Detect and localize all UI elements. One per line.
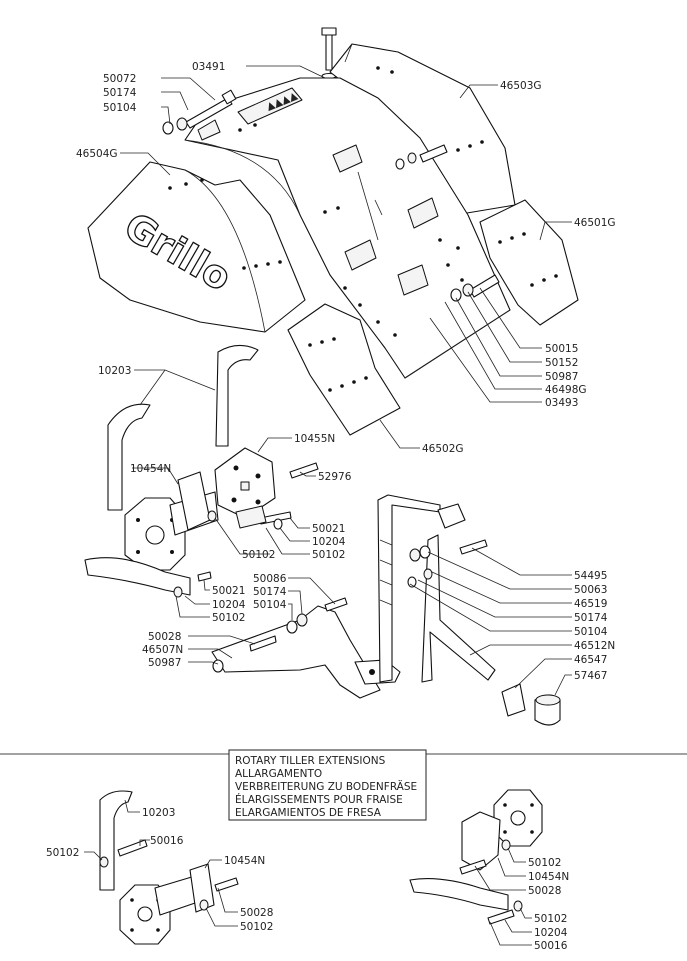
label-10204: 10204 — [312, 536, 346, 548]
label-50104: 50104 — [253, 599, 287, 611]
label-46512N: 46512N — [574, 640, 615, 652]
label-10454N: 10454N — [130, 463, 171, 475]
flap-46502G — [287, 303, 401, 436]
label-50987: 50987 — [545, 371, 578, 383]
label-46547: 46547 — [574, 654, 607, 666]
box-line-5: ELARGAMIENTOS DE FRESA — [235, 807, 382, 819]
knob-54495 — [437, 503, 488, 555]
label-10203: 10203 — [142, 807, 175, 819]
part-labels-lower: 10203 50016 50102 10454N 50028 50102 501… — [46, 807, 569, 952]
label-46507N: 46507N — [142, 644, 183, 656]
label-10204: 10204 — [534, 927, 568, 939]
label-50102: 50102 — [212, 612, 245, 624]
label-50174: 50174 — [574, 612, 608, 624]
label-50987: 50987 — [148, 657, 181, 669]
label-50016: 50016 — [150, 835, 184, 847]
label-50102: 50102 — [46, 847, 79, 859]
label-50016: 50016 — [534, 940, 568, 952]
leader-lines-upper — [120, 65, 572, 696]
box-line-3: VERBREITERUNG ZU BODENFRÄSE — [235, 780, 417, 793]
label-50028: 50028 — [148, 631, 181, 643]
label-10455N: 10455N — [294, 433, 335, 445]
label-46501G: 46501G — [574, 217, 616, 229]
label-46502G: 46502G — [422, 443, 464, 455]
label-50102: 50102 — [242, 549, 275, 561]
tine-10203-lower — [107, 403, 151, 511]
leader-lines-lower — [84, 799, 532, 946]
label-54495: 54495 — [574, 570, 607, 582]
box-line-4: ÉLARGISSEMENTS POUR FRAISE — [235, 793, 403, 806]
bolt-52976 — [289, 462, 319, 479]
label-46498G: 46498G — [545, 384, 587, 396]
label-50104: 50104 — [574, 626, 608, 638]
box-line-1: ROTARY TILLER EXTENSIONS — [235, 755, 386, 767]
label-10203: 10203 — [98, 365, 131, 377]
flap-46501G — [479, 199, 579, 326]
bolt-set-50015 — [395, 144, 500, 302]
label-50102: 50102 — [240, 921, 273, 933]
bolt-set-50021-a — [235, 505, 292, 530]
label-50028: 50028 — [240, 907, 273, 919]
label-50174: 50174 — [253, 586, 287, 598]
box-line-2: ALLARGAMENTO — [235, 768, 322, 780]
label-50102: 50102 — [528, 857, 561, 869]
extensions-title-box: ROTARY TILLER EXTENSIONS ALLARGAMENTO VE… — [228, 749, 427, 821]
label-10454N: 10454N — [224, 855, 265, 867]
label-03493: 03493 — [545, 397, 578, 409]
label-03491: 03491 — [192, 61, 225, 73]
bracket-46547 — [501, 683, 526, 717]
extension-left-flange — [119, 863, 239, 945]
label-50021: 50021 — [312, 523, 345, 535]
label-10454N: 10454N — [528, 871, 569, 883]
label-52976: 52976 — [318, 471, 352, 483]
label-46503G: 46503G — [500, 80, 542, 92]
label-50174: 50174 — [103, 87, 137, 99]
label-50102: 50102 — [534, 913, 567, 925]
bolt-set-50072 — [162, 89, 237, 141]
label-46504G: 46504G — [76, 148, 118, 160]
part-labels-upper: 03491 50072 50174 50104 46504G 46503G 46… — [76, 61, 616, 682]
washers-50063-46519 — [407, 545, 433, 588]
extension-right-tine-bar — [409, 878, 523, 925]
label-10204: 10204 — [212, 599, 246, 611]
tine-bar-left — [84, 557, 212, 598]
label-57467: 57467 — [574, 670, 607, 682]
side-hood-46504G: Grillo — [87, 161, 306, 333]
label-50015: 50015 — [545, 343, 578, 355]
flange-assembly-10454N — [124, 471, 219, 571]
label-50102: 50102 — [312, 549, 345, 561]
label-50104: 50104 — [103, 102, 137, 114]
label-50086: 50086 — [253, 573, 287, 585]
label-50063: 50063 — [574, 584, 607, 596]
label-50021: 50021 — [212, 585, 245, 597]
cap-57467 — [534, 694, 561, 726]
extension-right-flange — [459, 789, 543, 875]
label-50152: 50152 — [545, 357, 578, 369]
label-50028: 50028 — [528, 885, 561, 897]
tine-10203-upper — [215, 344, 259, 447]
flange-10455N — [214, 447, 276, 519]
label-50072: 50072 — [103, 73, 136, 85]
label-46519: 46519 — [574, 598, 607, 610]
